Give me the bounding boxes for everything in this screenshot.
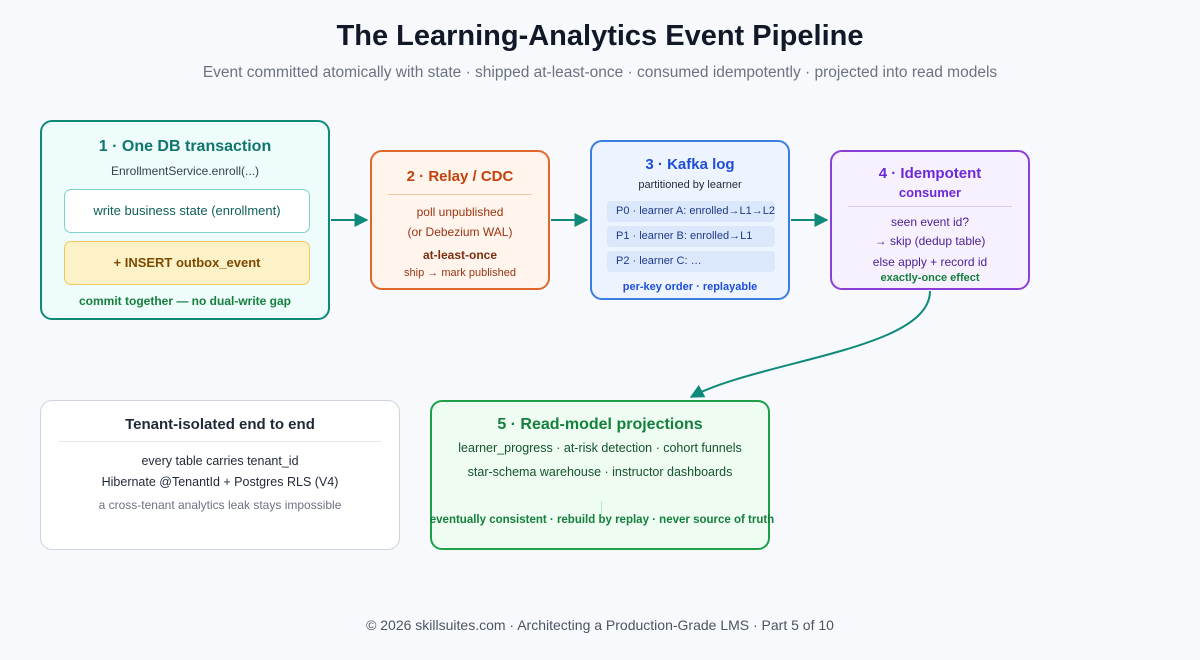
stage-title: 4 · Idempotent xyxy=(878,165,982,182)
stage-line: learner_progress · at-risk detection · c… xyxy=(458,441,742,455)
write-state-step: write business state (enrollment) xyxy=(64,189,310,233)
arrow-4-to-5 xyxy=(689,290,931,398)
stage-line: → skip (dedup table) xyxy=(874,234,986,248)
note-line: Hibernate @TenantId + Postgres RLS (V4) xyxy=(101,475,339,489)
stage-line: poll unpublished xyxy=(416,205,504,219)
stage-footer: eventually consistent · rebuild by repla… xyxy=(429,514,775,526)
stage-line: exactly-once effect xyxy=(880,272,980,284)
stage-title: 1 · One DB transaction xyxy=(98,138,272,155)
partition-p0: P0 · learner A: enrolled→L1→L2 xyxy=(607,201,775,222)
divider xyxy=(59,441,381,442)
divider xyxy=(601,501,602,515)
stage-subtitle: consumer xyxy=(898,185,962,200)
note-title: Tenant-isolated end to end xyxy=(125,416,315,433)
page-title: The Learning-Analytics Event Pipeline xyxy=(336,20,864,52)
stage-line: (or Debezium WAL) xyxy=(407,225,513,239)
stage-title: 5 · Read-model projections xyxy=(497,416,703,433)
tenant-isolation-note: Tenant-isolated end to end every table c… xyxy=(40,400,400,550)
stage-title: 3 · Kafka log xyxy=(645,156,735,173)
stage-title: 2 · Relay / CDC xyxy=(406,168,514,185)
note-line: a cross-tenant analytics leak stays impo… xyxy=(98,498,342,512)
stage-footer: per-key order · replayable xyxy=(622,281,758,293)
page-footer: © 2026 skillsuites.com · Architecting a … xyxy=(366,617,834,633)
stage-line: star-schema warehouse · instructor dashb… xyxy=(467,465,733,479)
stage-line: seen event id? xyxy=(890,215,970,229)
divider xyxy=(848,206,1012,207)
stage-footer: commit together — no dual-write gap xyxy=(78,294,291,308)
stage-db-transaction: 1 · One DB transaction EnrollmentService… xyxy=(40,120,330,320)
stage-line: at-least-once xyxy=(422,248,498,262)
outbox-insert-step: + INSERT outbox_event xyxy=(64,241,310,285)
divider xyxy=(388,194,532,195)
stage-line: else apply + record id xyxy=(872,255,988,269)
stage-subtitle: EnrollmentService.enroll(...) xyxy=(110,164,260,178)
stage-relay-cdc: 2 · Relay / CDC poll unpublished (or Deb… xyxy=(370,150,550,290)
stage-subtitle: partitioned by learner xyxy=(638,179,742,191)
stage-read-model-projections: 5 · Read-model projections learner_progr… xyxy=(430,400,774,550)
stage-idempotent-consumer: 4 · Idempotent consumer seen event id? →… xyxy=(830,150,1030,290)
note-line: every table carries tenant_id xyxy=(141,454,299,468)
stage-kafka-log: 3 · Kafka log partitioned by learner P0 … xyxy=(590,140,790,300)
stage-line: ship → mark published xyxy=(404,267,516,279)
partition-p1: P1 · learner B: enrolled→L1 xyxy=(607,226,775,247)
page-subtitle: Event committed atomically with state · … xyxy=(202,64,998,81)
partition-p2: P2 · learner C: … xyxy=(607,251,775,272)
